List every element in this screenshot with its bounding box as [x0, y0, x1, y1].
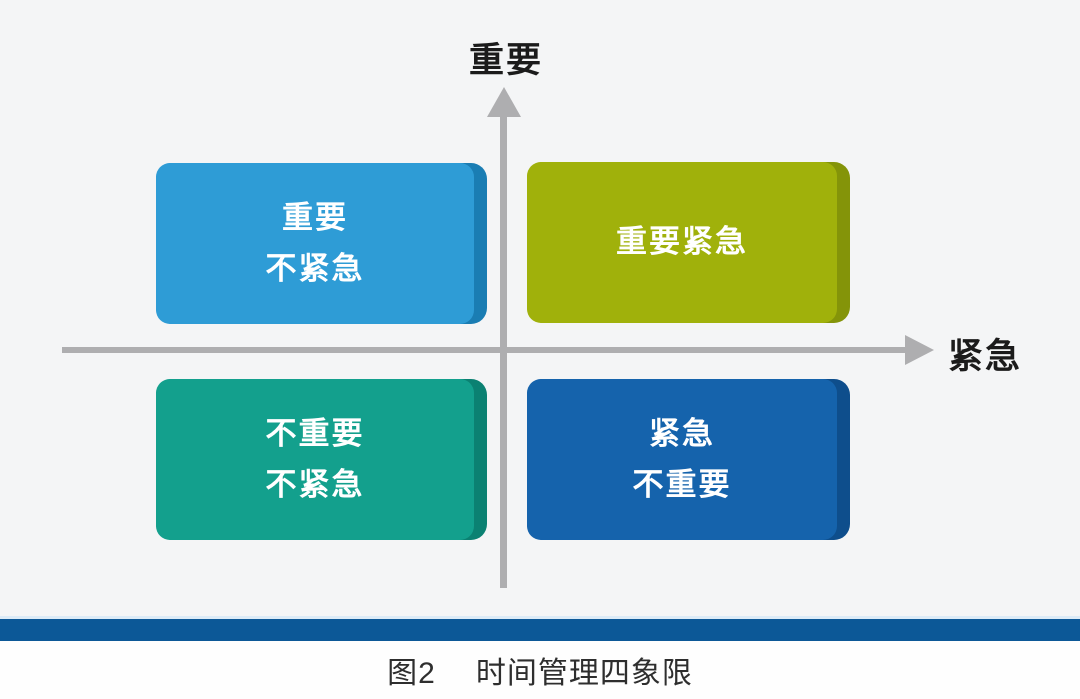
quadrant-label-line: 重要紧急 [616, 224, 748, 260]
quadrant-urgent-not-important: 紧急 不重要 [527, 379, 850, 540]
quadrant-important-not-urgent: 重要 不紧急 [156, 163, 487, 324]
figure-caption-area: 图2 时间管理四象限 [0, 641, 1080, 699]
quadrant-label-line: 重要 [282, 199, 348, 235]
quadrant-label-line: 不重要 [632, 467, 732, 502]
quadrant-label-line: 不重要 [265, 415, 365, 451]
y-axis-label: 重要 [468, 41, 543, 80]
quadrant-label-line: 不紧急 [265, 251, 365, 286]
quadrant-card-face: 重要 不紧急 [156, 163, 474, 324]
quadrant-not-important-not-urgent: 不重要 不紧急 [156, 379, 487, 540]
quadrant-label-line: 紧急 [649, 415, 715, 451]
quadrant-card-face: 不重要 不紧急 [156, 379, 474, 540]
quadrant-label-line: 不紧急 [265, 467, 365, 502]
y-axis-arrow-icon [487, 87, 521, 117]
figure-title: 时间管理四象限 [475, 657, 693, 690]
figure-caption: 图2 时间管理四象限 [387, 648, 693, 692]
quadrant-important-urgent: 重要紧急 [527, 162, 850, 323]
figure-number: 图2 [387, 657, 436, 690]
quadrant-card-face: 重要紧急 [527, 162, 837, 323]
divider-bar [0, 616, 1080, 641]
quadrant-card-face: 紧急 不重要 [527, 379, 837, 540]
x-axis-arrow-icon [905, 335, 934, 365]
x-axis-line [62, 347, 905, 353]
x-axis-label: 紧急 [948, 337, 1023, 376]
